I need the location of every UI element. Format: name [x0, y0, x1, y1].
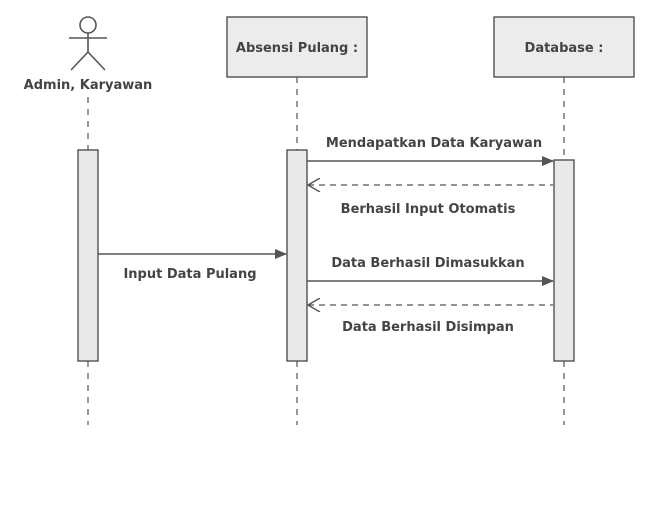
message-label-3: Input Data Pulang — [123, 267, 256, 282]
message-label-2: Berhasil Input Otomatis — [341, 202, 516, 217]
message-label-4: Data Berhasil Dimasukkan — [331, 256, 524, 271]
object-label-database: Database : — [525, 41, 604, 56]
message-label-1: Mendapatkan Data Karyawan — [326, 136, 542, 151]
message-label-5: Data Berhasil Disimpan — [342, 320, 514, 335]
actor-figure-icon — [69, 16, 107, 71]
object-box-absensi — [226, 16, 368, 78]
activation-bar-actor — [77, 149, 99, 362]
activation-bar-database — [553, 159, 575, 362]
activation-bar-absensi — [286, 149, 308, 362]
actor-label: Admin, Karyawan — [24, 78, 153, 93]
object-box-database — [493, 16, 635, 78]
object-label-absensi: Absensi Pulang : — [236, 41, 358, 56]
